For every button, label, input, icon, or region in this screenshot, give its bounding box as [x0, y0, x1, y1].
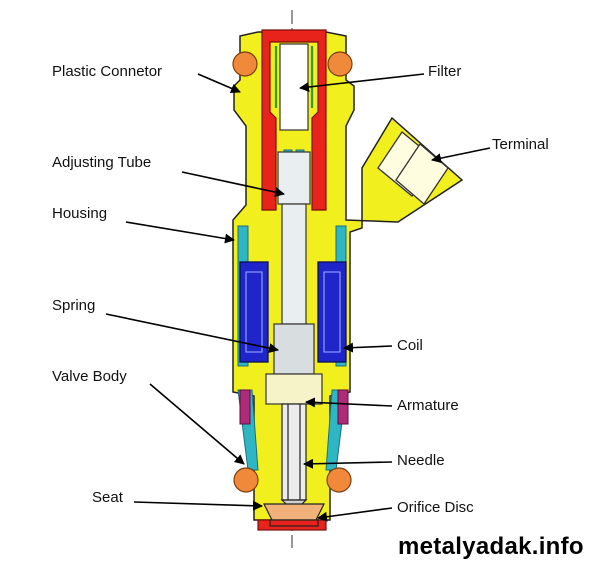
label-valve-body: Valve Body [52, 368, 127, 385]
needle [280, 403, 308, 513]
label-armature: Armature [397, 397, 459, 414]
valve-body-seals [239, 389, 349, 425]
green-filter [274, 46, 314, 108]
label-spring: Spring [52, 297, 96, 314]
label-filter: Filter [428, 63, 462, 80]
adjusting-tube [277, 151, 311, 325]
leader-lines [105, 73, 491, 522]
label-terminal: Terminal [492, 136, 549, 153]
o-rings [232, 51, 353, 493]
label-seat: Seat [92, 489, 123, 506]
label-needle: Needle [397, 452, 445, 469]
armature-core [265, 323, 323, 405]
label-housing: Housing [52, 205, 108, 222]
label-plastic-connector: Plastic Connetor [52, 63, 163, 80]
label-adjusting-tube: Adjusting Tube [52, 154, 152, 171]
label-orifice-disc: Orifice Disc [397, 499, 474, 516]
watermark: metalyadak.info [398, 533, 584, 560]
label-coil: Coil [397, 337, 423, 354]
seat-orifice [263, 503, 325, 527]
